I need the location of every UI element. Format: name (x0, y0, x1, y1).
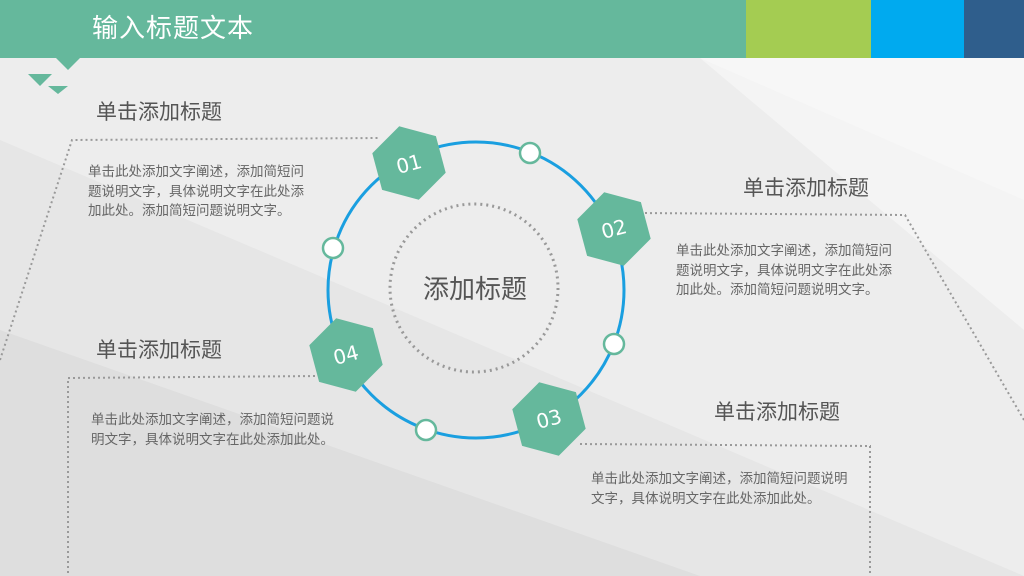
header-bar: 输入标题文本 (0, 0, 1024, 58)
step-04-heading: 单击添加标题 (96, 338, 222, 362)
step-02-text: 单击此处添加文字阐述，添加简短问题说明文字，具体说明文字在此处添加此处。添加简短… (676, 243, 892, 298)
page-title: 输入标题文本 (92, 14, 255, 44)
step-03-heading: 单击添加标题 (714, 400, 840, 424)
step-02-hexagon (577, 192, 651, 266)
accent-block-navy (964, 0, 1024, 58)
node-dot (321, 236, 345, 260)
step-01-text: 单击此处添加文字阐述，添加简短问题说明文字，具体说明文字在此处添加此处。添加简短… (88, 164, 304, 219)
center-title: 添加标题 (422, 275, 527, 305)
node-dot (414, 418, 438, 442)
step-04-hexagon (309, 318, 383, 392)
accent-block-green (746, 0, 871, 58)
step-01-hexagon (372, 126, 446, 200)
cycle-ring (326, 140, 626, 440)
accent-block-cyan (871, 0, 964, 58)
node-dot (518, 141, 542, 165)
center-dotted-circle (388, 202, 560, 374)
step-01-heading: 单击添加标题 (96, 100, 222, 124)
step-02-heading: 单击添加标题 (743, 176, 869, 200)
step-03-text: 单击此处添加文字阐述，添加简短问题说明文字，具体说明文字在此处添加此处。 (591, 471, 848, 507)
step-03-hexagon (512, 382, 586, 456)
node-dot (602, 332, 626, 356)
step-04-text: 单击此处添加文字阐述，添加简短问题说明文字，具体说明文字在此处添加此处。 (91, 412, 334, 448)
